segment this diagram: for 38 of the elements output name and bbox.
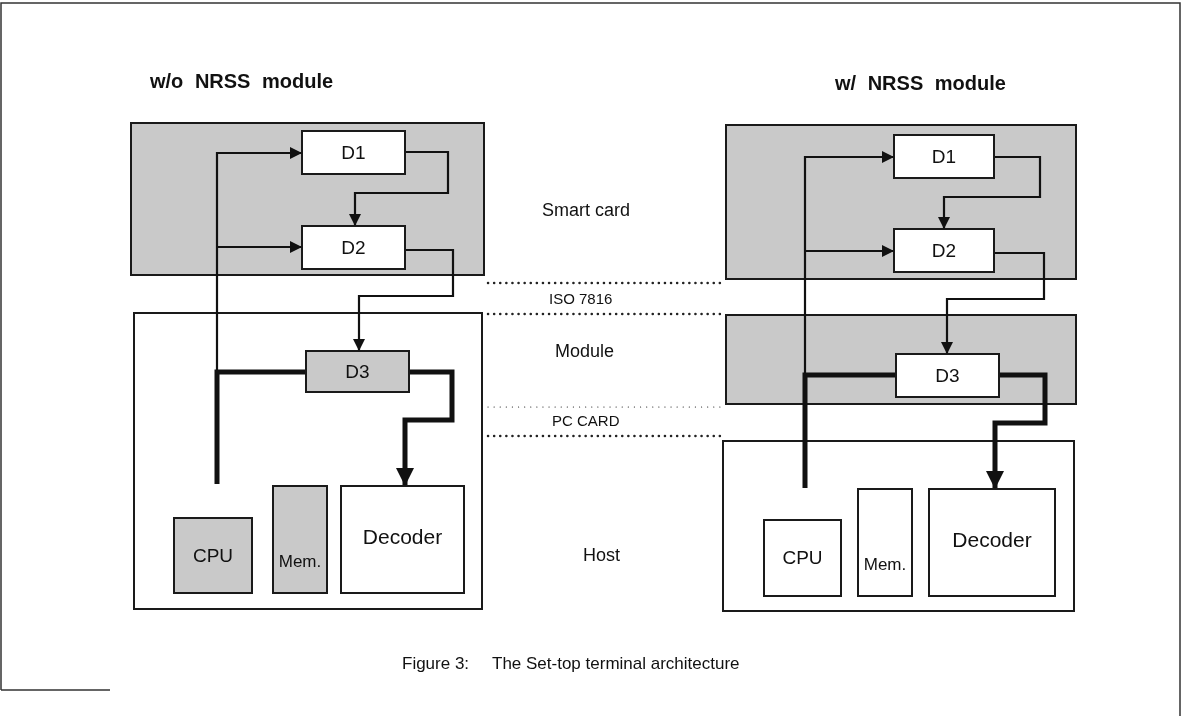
panel-background [725,124,1077,280]
component-box: D2 [301,225,406,270]
arrow [805,245,894,257]
panel-background [722,440,1075,612]
component-box: D1 [301,130,406,175]
figure-caption: Figure 3: [402,654,470,674]
interface-label: ISO 7816 [549,290,613,307]
component-box: Mem. [272,485,328,594]
arrow [349,150,450,226]
component-box: Mem. [857,488,913,597]
arrow [941,251,1046,354]
arrow [803,151,894,375]
layer-label: Host [583,545,620,566]
panel-background [133,312,483,610]
arrow [986,372,1048,489]
component-box: CPU [763,519,842,597]
panel-background [130,122,485,276]
arrow [938,155,1042,229]
component-box: D2 [893,228,995,273]
arrow [215,147,302,372]
heading: w/ NRSS module [835,72,1006,95]
component-box: D3 [305,350,410,393]
component-box: Decoder [928,488,1056,597]
component-box: D1 [893,134,995,179]
arrow [396,369,455,486]
panel-background [725,314,1077,405]
layer-label: Module [555,341,615,362]
component-box: Decoder [340,485,465,594]
connector-line [214,369,305,484]
component-box: CPU [173,517,253,594]
arrow [217,241,302,253]
component-box: D3 [895,353,1000,398]
figure-caption: The Set-top terminal architecture [492,654,740,674]
layer-label: Smart card [542,200,631,221]
interface-label: PC CARD [552,412,620,429]
heading: w/o NRSS module [150,70,334,93]
connector-line [802,372,895,488]
arrow [353,248,455,351]
